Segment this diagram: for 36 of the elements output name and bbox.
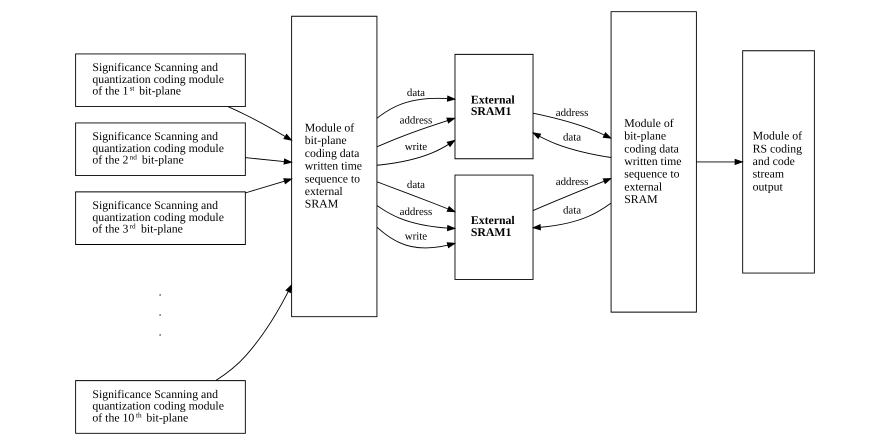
- node-box: Module of bit-plane coding data written time sequence to external SRAM: [290, 16, 377, 318]
- edge-label: address: [555, 107, 588, 120]
- label: .: [158, 284, 162, 299]
- node-box: Significance Scanning and quantization coding module of the 3$^{rd}$ bit-plane: [74, 191, 246, 245]
- node-box: External SRAM1: [454, 54, 533, 160]
- arrow: [531, 132, 611, 158]
- arrow: [532, 178, 612, 211]
- arrow: [376, 140, 456, 166]
- arrow: [532, 112, 612, 139]
- arrow: [376, 181, 456, 212]
- edge-label: write: [404, 140, 427, 153]
- node-box: Significance Scanning and quantization coding module of the 2$^{nd}$ bit-plane: [74, 122, 246, 176]
- edge-label: data: [406, 178, 425, 191]
- arrow: [376, 226, 456, 248]
- arrow: [376, 95, 456, 119]
- label: .: [158, 304, 162, 319]
- arrow: [244, 157, 292, 165]
- edge-label: address: [399, 206, 432, 218]
- node-box: Significance Scanning and quantization coding module of the 10$^{th}$ bit-plane: [74, 380, 246, 434]
- node-box: Module of bit-plane coding data written time sequence to external SRAM: [610, 11, 696, 313]
- arrow: [215, 284, 292, 381]
- edge-label: data: [562, 132, 581, 144]
- edge-label: address: [555, 176, 588, 188]
- edge-label: write: [404, 230, 427, 243]
- label: .: [158, 324, 162, 339]
- arrow: [531, 202, 611, 230]
- arrow: [696, 158, 744, 166]
- arrow: [376, 205, 456, 232]
- edge-label: data: [562, 204, 581, 216]
- edge-label: data: [406, 87, 425, 100]
- node-box: Significance Scanning and quantization coding module of the 1$^{st}$ bit-plane: [74, 53, 246, 108]
- arrow: [244, 178, 292, 194]
- node-box: Module of RS coding and code stream output: [742, 50, 814, 274]
- arrow: [376, 118, 456, 148]
- node-box: External SRAM1: [454, 174, 533, 280]
- edge-label: address: [399, 114, 432, 126]
